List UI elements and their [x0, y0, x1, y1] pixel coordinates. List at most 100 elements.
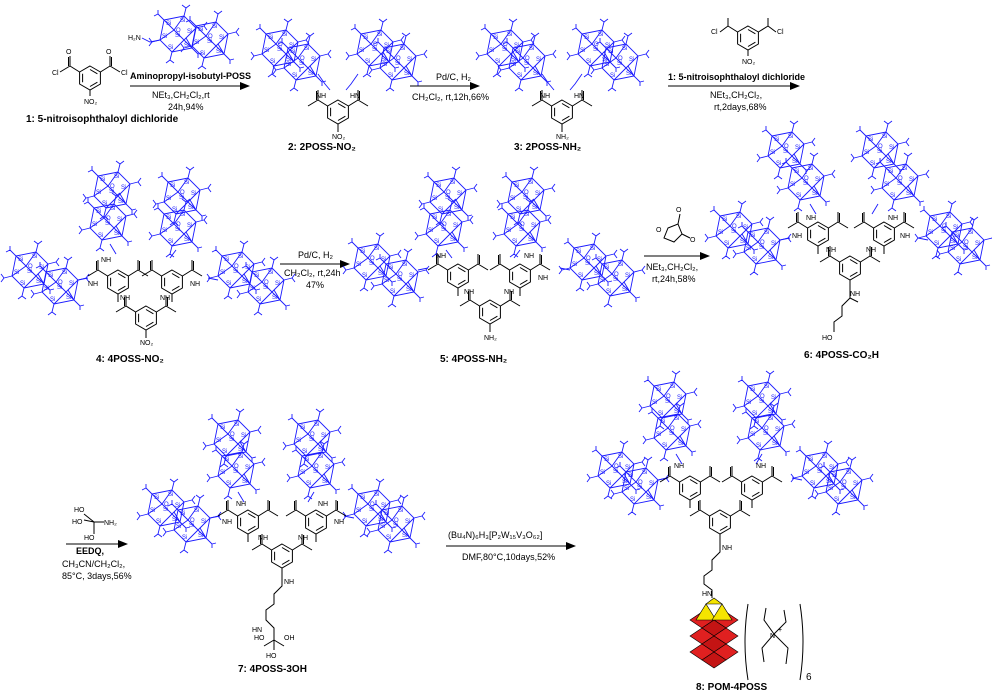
step2-arrowhead — [470, 82, 480, 90]
compound-6-label: 6: 4POSS-CO₂H — [804, 350, 879, 361]
atom-o: O — [106, 49, 112, 56]
compound-2-structure: NH HN NO₂ — [250, 18, 428, 141]
atom-nh: NH — [756, 463, 766, 470]
atom-nh: NH — [538, 275, 548, 282]
step5-arrowhead — [700, 252, 710, 260]
step3-cond-2: NEt₃,CH₂Cl₂, — [710, 90, 762, 100]
atom-n: N — [770, 633, 775, 640]
step4-arrowhead — [340, 260, 350, 268]
atom-nh: NH — [318, 501, 328, 508]
atom-hn: HN — [350, 93, 360, 100]
atom-cl: Cl — [777, 29, 784, 36]
step7-cond-1: (Bu₄N)₆H₃[P₂W₁₅V₃O₆₂] — [448, 530, 542, 540]
atom-oh: OH — [284, 635, 295, 642]
atom-nh: NH — [504, 289, 514, 296]
step7-cond-2: DMF,80°C,10days,52% — [462, 552, 555, 562]
step1-cond-2: 24h,94% — [168, 102, 204, 112]
atom-nh: NH — [436, 253, 446, 260]
compound-5-structure: NH NH NH NH NH NH₂ — [342, 166, 646, 342]
atom-nh2: NH₂ — [104, 520, 117, 527]
atom-h2n: H₂N — [128, 35, 141, 42]
atom-cl: Cl — [121, 70, 128, 77]
step2-cond-2: CH₂Cl₂, rt,12h,66% — [412, 92, 489, 102]
atom-hn: HN — [252, 627, 262, 634]
atom-nh: NH — [222, 519, 232, 526]
atom-ho: HO — [84, 535, 95, 542]
compound-4-label: 4: 4POSS-NO₂ — [96, 354, 164, 365]
atom-hn: HN — [574, 93, 584, 100]
tris-reagent: HO HO HO NH₂ — [72, 507, 117, 542]
compound-7-structure: NH NH NH NH NH NH NH HN HO OH HO — [136, 408, 426, 660]
atom-nh: NH — [284, 579, 294, 586]
atom-nh: NH — [806, 215, 816, 222]
compound-2-label: 2: 2POSS-NO₂ — [288, 142, 356, 153]
atom-ho: HO — [74, 507, 85, 514]
step6-cond-2: CH₃CN/CH₂Cl₂, — [62, 559, 125, 569]
atom-hn: HN — [702, 591, 712, 598]
atom-nh: NH — [900, 233, 910, 240]
step6-cond-3: 85°C, 3days,56% — [62, 571, 132, 581]
atom-o: O — [676, 207, 682, 214]
compound-6-structure: NH NH NH NH NH NH NH HO — [704, 120, 992, 342]
compound-4-structure: NH NH NH NH NH NO₂ — [0, 160, 296, 347]
step3-cond-3: rt,2days,68% — [714, 102, 767, 112]
atom-nh: NH — [674, 463, 684, 470]
step2-cond-1: Pd/C, H₂ — [436, 72, 472, 82]
step4-cond-2: CH₂Cl₂, rt,24h — [284, 268, 341, 278]
atom-oh: HO — [822, 335, 833, 342]
atom-no2: NO₂ — [332, 134, 346, 141]
step3-reagent-structure: Cl Cl NO₂ — [711, 18, 784, 66]
compound-5-label: 5: 4POSS-NH₂ — [440, 354, 507, 365]
counterion-count: 6 — [806, 672, 812, 683]
atom-nh: NH — [160, 295, 170, 302]
compound-1-structure: O O Cl Cl NO₂ — [52, 49, 128, 106]
atom-nh: NH — [236, 501, 246, 508]
atom-nh: NH — [88, 281, 98, 288]
atom-no2: NO₂ — [140, 340, 154, 347]
compound-8-label: 8: POM-4POSS — [696, 682, 767, 693]
atom-nh: NH — [258, 535, 268, 542]
atom-nh: NH — [866, 247, 876, 254]
atom-nh: NH — [524, 253, 534, 260]
atom-nh: NH — [464, 289, 474, 296]
atom-nh: NH — [792, 233, 802, 240]
atom-o: O — [66, 49, 72, 56]
compound-8-structure: NH NH NH HN N + 6 — [586, 370, 874, 683]
step6-arrowhead — [118, 540, 128, 548]
step1-cond-1: NEt₃,CH₂Cl₂,rt — [152, 90, 210, 100]
step4-cond-1: Pd/C, H₂ — [298, 250, 334, 260]
atom-no2: NO₂ — [742, 59, 756, 66]
compound-7-label: 7: 4POSS-3OH — [238, 664, 307, 675]
atom-n-charge: + — [778, 627, 782, 634]
atom-nh: NH — [316, 93, 326, 100]
atom-nh: NH — [190, 281, 200, 288]
step4-cond-3: 47% — [306, 280, 324, 290]
aminopropyl-poss-reagent: H₂N — [128, 4, 240, 70]
atom-nh: NH — [722, 545, 732, 552]
atom-cl: Cl — [52, 70, 59, 77]
step3-cond-1: 1: 5-nitroisophthaloyl dichloride — [668, 72, 805, 82]
atom-nh2: NH₂ — [484, 335, 497, 342]
atom-nh: NH — [826, 247, 836, 254]
atom-oh: HO — [266, 653, 277, 660]
atom-nh: NH — [334, 519, 344, 526]
atom-nh: NH — [120, 295, 130, 302]
succinic-anhydride-reagent: O O O — [656, 207, 696, 244]
atom-ho: HO — [72, 519, 83, 526]
compound-3-structure: NH HN NH₂ — [475, 18, 650, 141]
compound-1-label: 1: 5-nitroisophthaloyl dichloride — [26, 114, 179, 125]
atom-nh: NH — [888, 215, 898, 222]
step1-reagent-label: Aminopropyl-isobutyl-POSS — [130, 71, 251, 81]
atom-nh2: NH₂ — [556, 134, 569, 141]
step5-cond-2: rt,24h,58% — [652, 274, 696, 284]
atom-o: O — [690, 237, 696, 244]
compound-3-label: 3: 2POSS-NH₂ — [514, 142, 581, 153]
atom-nh: NH — [298, 535, 308, 542]
step5-cond-1: NEt₃,CH₂Cl₂, — [646, 262, 698, 272]
atom-o: O — [656, 227, 662, 234]
step1-arrowhead — [240, 82, 250, 90]
step7-arrowhead — [566, 542, 576, 550]
atom-cl: Cl — [711, 29, 718, 36]
step6-cond-1: EEDQ, — [76, 546, 104, 556]
